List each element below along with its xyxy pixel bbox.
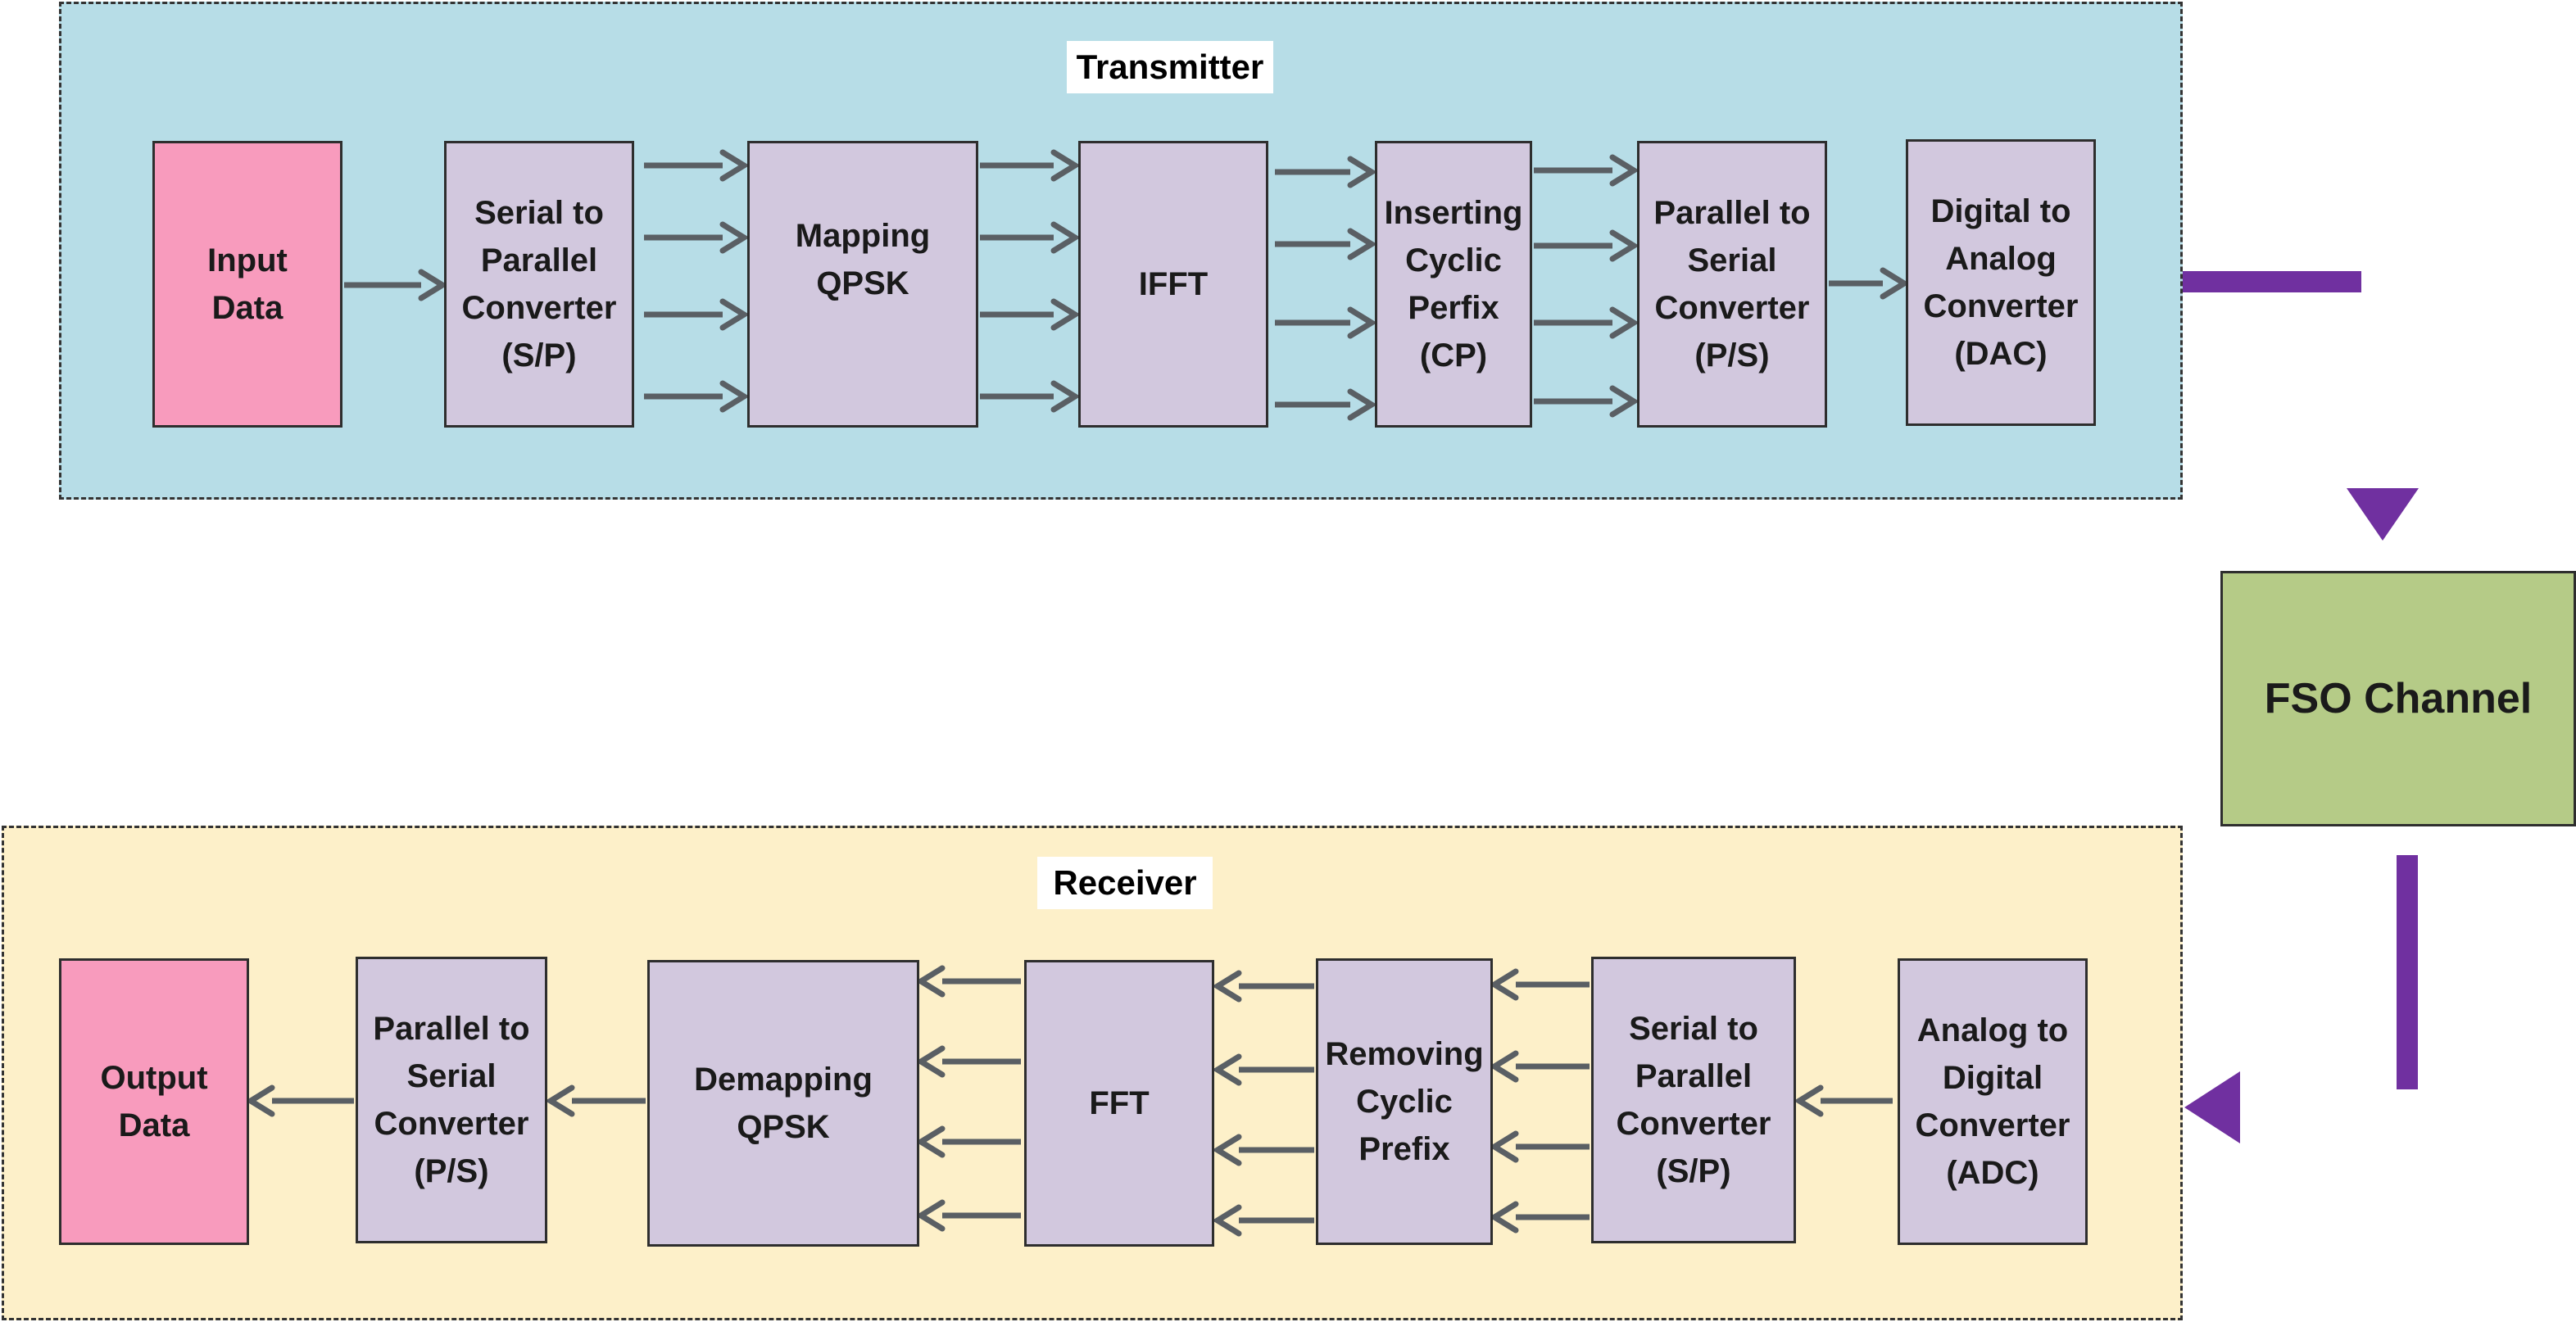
tx-arrow-ifft-to-cp-3-head <box>1347 306 1377 339</box>
rx-arrow-fft-to-demapping-4-head <box>915 1199 946 1232</box>
tx-arrow-cp-to-ps-2-head <box>1609 229 1639 262</box>
rx-arrow-cp-to-fft-3-head <box>1212 1134 1242 1166</box>
tx-arrow-mapping-to-ifft-3-head <box>1050 298 1081 331</box>
mapping-qpsk-block: Mapping QPSK <box>747 141 978 428</box>
rx-arrow-fft-to-demapping-1-head <box>915 965 946 998</box>
rx-arrow-sp-to-cp-2-head <box>1489 1050 1519 1083</box>
rx-arrow-sp-to-cp-1-head <box>1489 968 1519 1001</box>
rx-arrow-cp-to-fft-4-head <box>1212 1204 1242 1237</box>
output-data-block: Output Data <box>59 958 249 1245</box>
tx-serial-to-parallel-block: Serial to Parallel Converter (S/P) <box>444 141 634 428</box>
fft-block: FFT <box>1024 960 1214 1247</box>
input-data-block: Input Data <box>152 141 342 428</box>
tx-arrow-sp-to-mapping-3-head <box>719 298 750 331</box>
tx-arrow-input-to-sp-head <box>418 269 448 301</box>
tx-arrow-sp-to-mapping-4-head <box>719 380 750 413</box>
tx-arrow-cp-to-ps-4-head <box>1609 385 1639 418</box>
tx-arrow-ifft-to-cp-4-head <box>1347 388 1377 421</box>
receiver-label: Receiver <box>1037 857 1213 909</box>
tx-arrow-mapping-to-ifft-1-head <box>1050 149 1081 182</box>
tx-arrow-mapping-to-ifft-4-head <box>1050 380 1081 413</box>
rx-arrow-fft-to-demapping-2-head <box>915 1045 946 1078</box>
rx-serial-to-parallel-block: Serial to Parallel Converter (S/P) <box>1591 957 1796 1243</box>
ifft-block: IFFT <box>1078 141 1268 428</box>
rx-arrow-sp-to-cp-3-head <box>1489 1130 1519 1163</box>
rx-arrow-demapping-to-ps-head <box>545 1084 575 1117</box>
inserting-cyclic-prefix-block: Inserting Cyclic Perfix (CP) <box>1375 141 1532 428</box>
tx-arrow-sp-to-mapping-2-head <box>719 221 750 254</box>
rx-arrow-cp-to-fft-2-head <box>1212 1053 1242 1086</box>
rx-parallel-to-serial-block: Parallel to Serial Converter (P/S) <box>356 957 547 1243</box>
transmitter-label: Transmitter <box>1067 41 1273 93</box>
digital-to-analog-block: Digital to Analog Converter (DAC) <box>1906 139 2096 426</box>
rx-arrow-ps-to-output-head <box>245 1084 275 1117</box>
rx-arrow-fft-to-demapping-3-head <box>915 1125 946 1158</box>
demapping-qpsk-block: Demapping QPSK <box>647 960 919 1247</box>
link-dac-to-channel-head <box>2347 488 2419 541</box>
tx-parallel-to-serial-block: Parallel to Serial Converter (P/S) <box>1637 141 1827 428</box>
analog-to-digital-block: Analog to Digital Converter (ADC) <box>1898 958 2088 1245</box>
removing-cyclic-prefix-block: Removing Cyclic Prefix <box>1316 958 1493 1245</box>
tx-arrow-ifft-to-cp-2-head <box>1347 228 1377 260</box>
rx-arrow-adc-to-sp-head <box>1794 1084 1824 1117</box>
link-channel-to-adc-head <box>2184 1071 2240 1143</box>
fso-channel-block: FSO Channel <box>2220 571 2576 826</box>
tx-arrow-cp-to-ps-3-head <box>1609 306 1639 339</box>
tx-arrow-cp-to-ps-1-head <box>1609 154 1639 187</box>
tx-arrow-mapping-to-ifft-2-head <box>1050 221 1081 254</box>
tx-arrow-ifft-to-cp-1-head <box>1347 156 1377 188</box>
rx-arrow-cp-to-fft-1-head <box>1212 970 1242 1003</box>
tx-arrow-sp-to-mapping-1-head <box>719 149 750 182</box>
tx-arrow-ps-to-dac-head <box>1880 267 1910 300</box>
rx-arrow-sp-to-cp-4-head <box>1489 1201 1519 1234</box>
